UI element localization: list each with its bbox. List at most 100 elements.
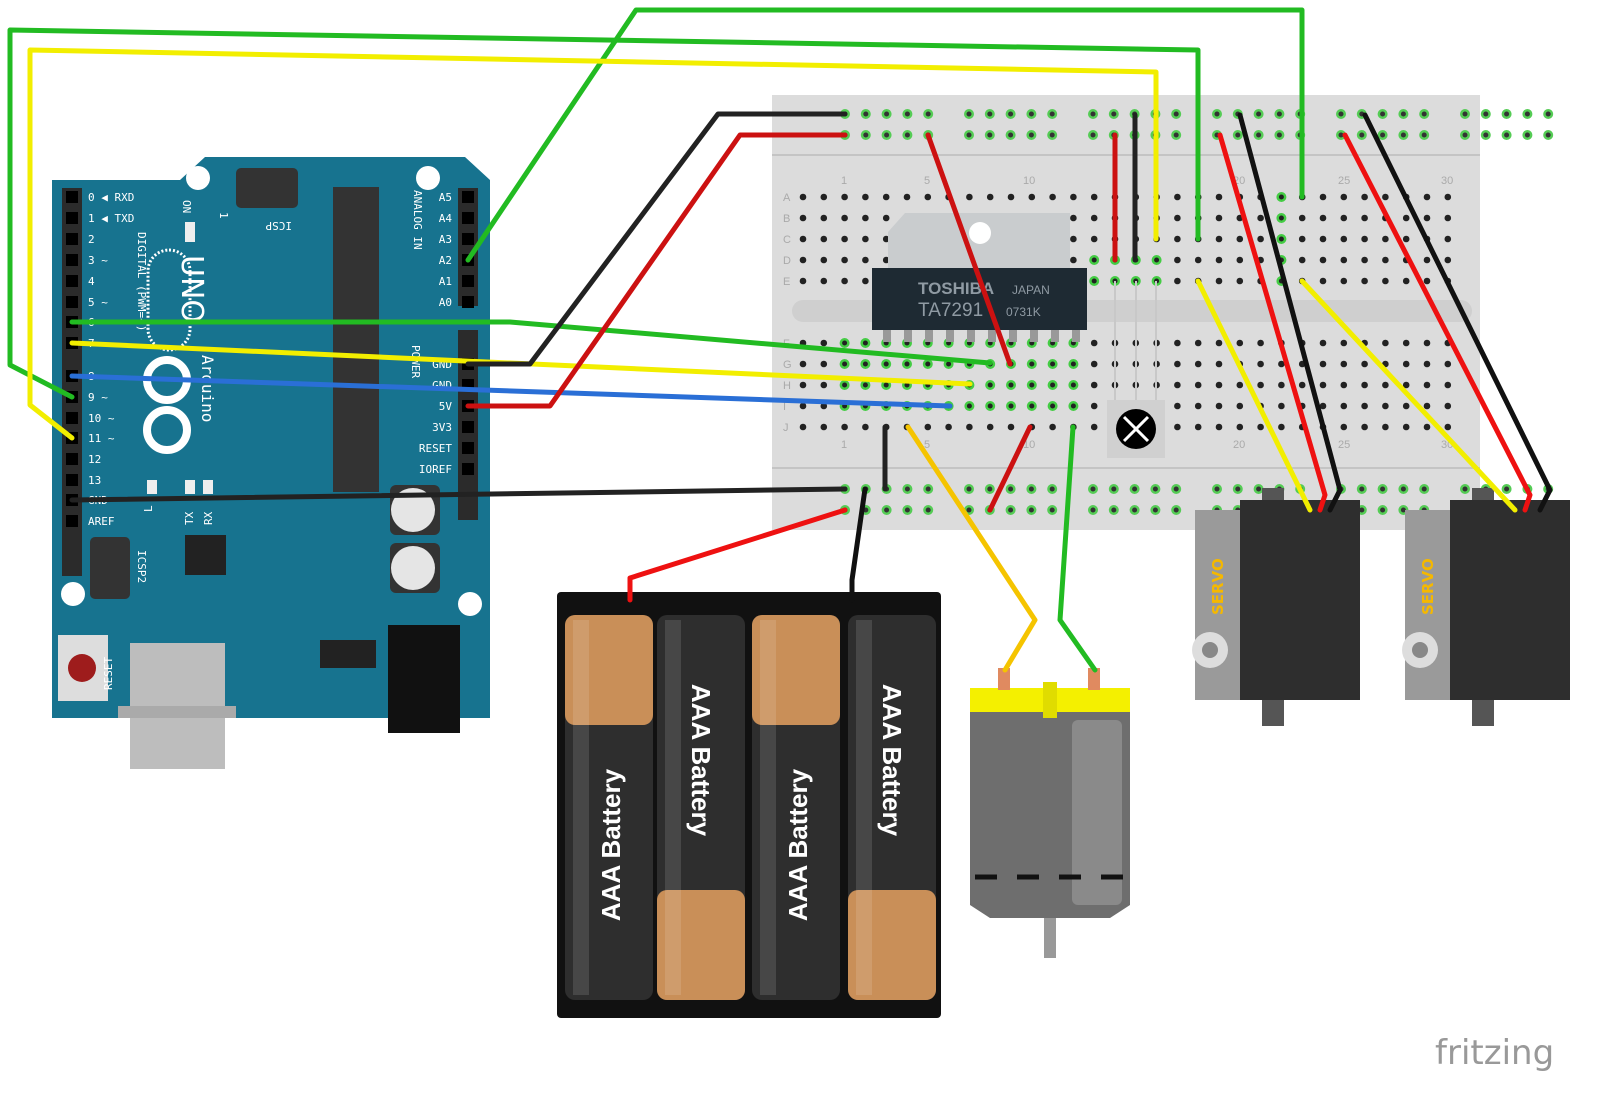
wire-servo1-ground[interactable] — [1237, 112, 1343, 513]
breadboard-hole[interactable] — [1236, 339, 1244, 347]
servo-motor[interactable]: SERVO — [1192, 488, 1360, 726]
wire-blue[interactable] — [69, 373, 953, 409]
wire-battery-red[interactable] — [627, 507, 848, 603]
breadboard-hole[interactable] — [1340, 402, 1348, 410]
breadboard-hole[interactable] — [1444, 402, 1452, 410]
breadboard-hole[interactable] — [1340, 214, 1348, 222]
breadboard-hole[interactable] — [1402, 360, 1410, 368]
breadboard-hole[interactable] — [1361, 402, 1368, 410]
analog-header-pin[interactable] — [462, 191, 474, 203]
breadboard-hole[interactable] — [841, 235, 848, 243]
breadboard-hole[interactable] — [820, 235, 828, 243]
breadboard-hole[interactable] — [1007, 193, 1015, 201]
breadboard-hole[interactable] — [924, 193, 932, 201]
breadboard-hole[interactable] — [820, 423, 828, 431]
breadboard-hole[interactable] — [1361, 423, 1368, 431]
breadboard-hole[interactable] — [1423, 277, 1431, 285]
breadboard-hole[interactable] — [862, 256, 869, 264]
breadboard-hole[interactable] — [1402, 277, 1410, 285]
breadboard-hole[interactable] — [1423, 381, 1431, 389]
breadboard-hole[interactable] — [1278, 381, 1285, 389]
analog-header-pin[interactable] — [462, 275, 474, 287]
breadboard-hole[interactable] — [1340, 423, 1348, 431]
breadboard-hole[interactable] — [1340, 381, 1348, 389]
wire-servo2-signal[interactable] — [1299, 278, 1518, 513]
wire-green-d2-a2[interactable] — [465, 7, 1305, 263]
breadboard-hole[interactable] — [1090, 402, 1098, 410]
breadboard-hole[interactable] — [1361, 256, 1368, 264]
breadboard-hole[interactable] — [1382, 423, 1389, 431]
breadboard-hole[interactable] — [1215, 402, 1223, 410]
analog-header-pin[interactable] — [462, 296, 474, 308]
breadboard-hole[interactable] — [1361, 277, 1368, 285]
breadboard-hole[interactable] — [1194, 256, 1202, 264]
breadboard-hole[interactable] — [1298, 256, 1306, 264]
breadboard-hole[interactable] — [1319, 235, 1327, 243]
breadboard-hole[interactable] — [1049, 193, 1056, 201]
breadboard-hole[interactable] — [1361, 360, 1368, 368]
breadboard-hole[interactable] — [1215, 277, 1223, 285]
breadboard-hole[interactable] — [1090, 235, 1098, 243]
breadboard-hole[interactable] — [799, 423, 807, 431]
breadboard-hole[interactable] — [1444, 381, 1452, 389]
breadboard-hole[interactable] — [862, 235, 869, 243]
breadboard-hole[interactable] — [1382, 235, 1389, 243]
breadboard-hole[interactable] — [966, 193, 973, 201]
breadboard-hole[interactable] — [1340, 193, 1348, 201]
wire-servo1-power[interactable] — [1217, 132, 1328, 513]
breadboard-hole[interactable] — [1423, 214, 1431, 222]
breadboard-hole[interactable] — [1090, 423, 1098, 431]
breadboard-hole[interactable] — [862, 423, 869, 431]
breadboard-hole[interactable] — [799, 381, 807, 389]
breadboard-hole[interactable] — [1423, 193, 1431, 201]
breadboard-hole[interactable] — [1382, 277, 1389, 285]
breadboard-hole[interactable] — [862, 214, 869, 222]
breadboard-hole[interactable] — [1361, 381, 1368, 389]
analog-header-pin[interactable] — [462, 212, 474, 224]
jumper-red-bottom[interactable] — [987, 424, 1033, 513]
breadboard-hole[interactable] — [1382, 402, 1389, 410]
breadboard-hole[interactable] — [1340, 235, 1348, 243]
power-header-pin[interactable] — [462, 463, 474, 475]
breadboard-hole[interactable] — [1423, 360, 1431, 368]
digital-header-pin[interactable] — [66, 275, 78, 287]
jumper-red[interactable] — [925, 132, 1013, 367]
digital-header-pin[interactable] — [66, 296, 78, 308]
breadboard-hole[interactable] — [799, 360, 807, 368]
breadboard-hole[interactable] — [1444, 193, 1452, 201]
breadboard-hole[interactable] — [1382, 256, 1389, 264]
digital-header-pin[interactable] — [66, 453, 78, 465]
breadboard-hole[interactable] — [799, 193, 807, 201]
breadboard-hole[interactable] — [1319, 402, 1327, 410]
breadboard-hole[interactable] — [1174, 277, 1181, 285]
breadboard-hole[interactable] — [799, 214, 807, 222]
breadboard-hole[interactable] — [1319, 360, 1327, 368]
breadboard-hole[interactable] — [820, 193, 828, 201]
breadboard-hole[interactable] — [1402, 402, 1410, 410]
breadboard-hole[interactable] — [1402, 381, 1410, 389]
breadboard-hole[interactable] — [1319, 193, 1327, 201]
breadboard-hole[interactable] — [1298, 235, 1306, 243]
breadboard-hole[interactable] — [1319, 381, 1327, 389]
breadboard-hole[interactable] — [903, 193, 911, 201]
breadboard-hole[interactable] — [1319, 339, 1327, 347]
breadboard-hole[interactable] — [1070, 256, 1077, 264]
breadboard-hole[interactable] — [1090, 214, 1098, 222]
breadboard-hole[interactable] — [820, 381, 828, 389]
breadboard-hole[interactable] — [1340, 277, 1348, 285]
breadboard-hole[interactable] — [1007, 423, 1015, 431]
digital-header-pin[interactable] — [66, 474, 78, 486]
breadboard-hole[interactable] — [1361, 235, 1368, 243]
digital-header-pin[interactable] — [66, 515, 78, 527]
wire-servo1-signal[interactable] — [1195, 278, 1313, 513]
digital-header-pin[interactable] — [66, 412, 78, 424]
breadboard-hole[interactable] — [1298, 381, 1306, 389]
breadboard-hole[interactable] — [820, 339, 828, 347]
breadboard-hole[interactable] — [924, 423, 932, 431]
potentiometer[interactable] — [1107, 281, 1165, 458]
breadboard-hole[interactable] — [1174, 256, 1181, 264]
breadboard-hole[interactable] — [882, 193, 890, 201]
breadboard-hole[interactable] — [1340, 360, 1348, 368]
breadboard-hole[interactable] — [820, 256, 828, 264]
